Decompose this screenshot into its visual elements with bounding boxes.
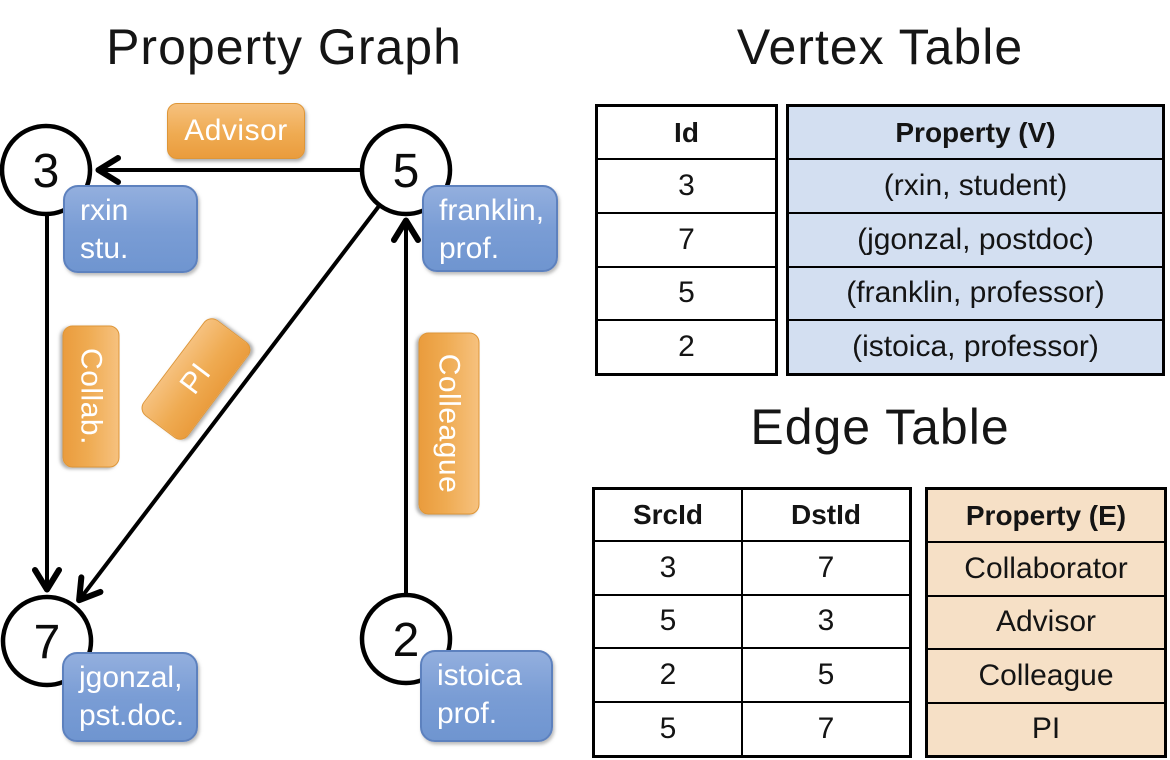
edge-table-row: 5 3 [595,595,909,650]
edge-table-property-cell: Collaborator [928,543,1164,597]
node-2-label-line1: istoica [437,659,523,692]
vertex-table-id-cell: 3 [598,160,775,214]
vertex-table-property-header: Property (V) [789,107,1162,160]
edge-table-row: 5 7 [595,703,909,755]
edge-label-collab-text: Collab. [75,348,108,445]
edge-table-row: 2 5 [595,649,909,704]
vertex-table-id-cell: 2 [678,330,695,364]
vertex-table-id-header: Id [598,107,775,160]
edge-table-srcid-cell: 5 [595,703,743,755]
edge-label-colleague-text: Colleague [433,353,466,494]
node-5-id: 5 [393,145,420,198]
edge-table-property-header: Property (E) [928,490,1164,543]
edge-label-pi-text: PI [173,357,218,401]
edge-pi-line [76,204,381,604]
edge-label-advisor-text: Advisor [184,114,288,147]
edge-table-property-column: Property (E) Collaborator Advisor Collea… [925,487,1167,758]
node-5-label-line2: prof. [439,232,500,265]
edge-label-colleague: Colleague [418,332,480,515]
node-3-id: 3 [33,145,60,198]
edge-table-row: 3 7 [595,541,909,596]
vertex-table-property-cell: (rxin, student) [789,160,1162,214]
edge-table-srcid-header: SrcId [595,490,743,540]
vertex-table-id-cell: 7 [598,214,775,268]
node-3-label-line1: rxin [80,194,129,227]
node-5-label-line1: franklin, [439,194,545,227]
edge-table-dstid-cell: 7 [817,712,835,746]
vertex-table-id-column: Id 3 7 5 2 [595,104,778,376]
edge-table-dstid-cell: 7 [817,550,835,584]
edge-table-property-cell: PI [928,703,1164,755]
edge-table-srcid-cell: 3 [595,541,743,594]
node-3-label-line2: stu. [80,232,129,265]
node-7-label-line1: jgonzal, [79,661,183,694]
edge-table-header-row: SrcId DstId [595,490,909,542]
node-2-label: istoica prof. [420,650,553,742]
edge-table-property-cell: Advisor [928,596,1164,650]
edge-table-dstid-header: DstId [791,498,861,530]
node-2-id: 2 [393,614,420,667]
vertex-table-property-column: Property (V) (rxin, student) (jgonzal, p… [786,104,1165,376]
node-2-label-line2: prof. [437,697,498,730]
vertex-table-property-cell: (franklin, professor) [789,267,1162,322]
edge-label-collab: Collab. [62,325,120,468]
vertex-table-id-cell: 5 [598,268,775,322]
property-graph-title: Property Graph [106,19,462,75]
vertex-table-property-cell: (jgonzal, postdoc) [789,213,1162,268]
vertex-table-title: Vertex Table [736,19,1024,75]
vertex-table-property-cell: (istoica, professor) [789,321,1162,373]
edge-label-advisor: Advisor [167,103,305,159]
edge-table-title: Edge Table [750,399,1010,455]
node-7-label-line2: pst.doc. [79,699,185,732]
edge-table-dstid-cell: 5 [817,658,835,692]
edge-table-property-cell: Colleague [928,650,1164,704]
edge-table-srcid-cell: 5 [595,595,743,648]
node-5-label: franklin, prof. [422,185,558,272]
node-3-label: rxin stu. [63,185,198,273]
node-7-label: jgonzal, pst.doc. [62,652,198,742]
node-7-id: 7 [34,616,61,669]
edge-table-srcid-cell: 2 [595,649,743,702]
edge-table-id-columns: SrcId DstId 3 7 5 3 2 5 5 7 [592,487,912,758]
edge-table-dstid-cell: 3 [817,604,835,638]
